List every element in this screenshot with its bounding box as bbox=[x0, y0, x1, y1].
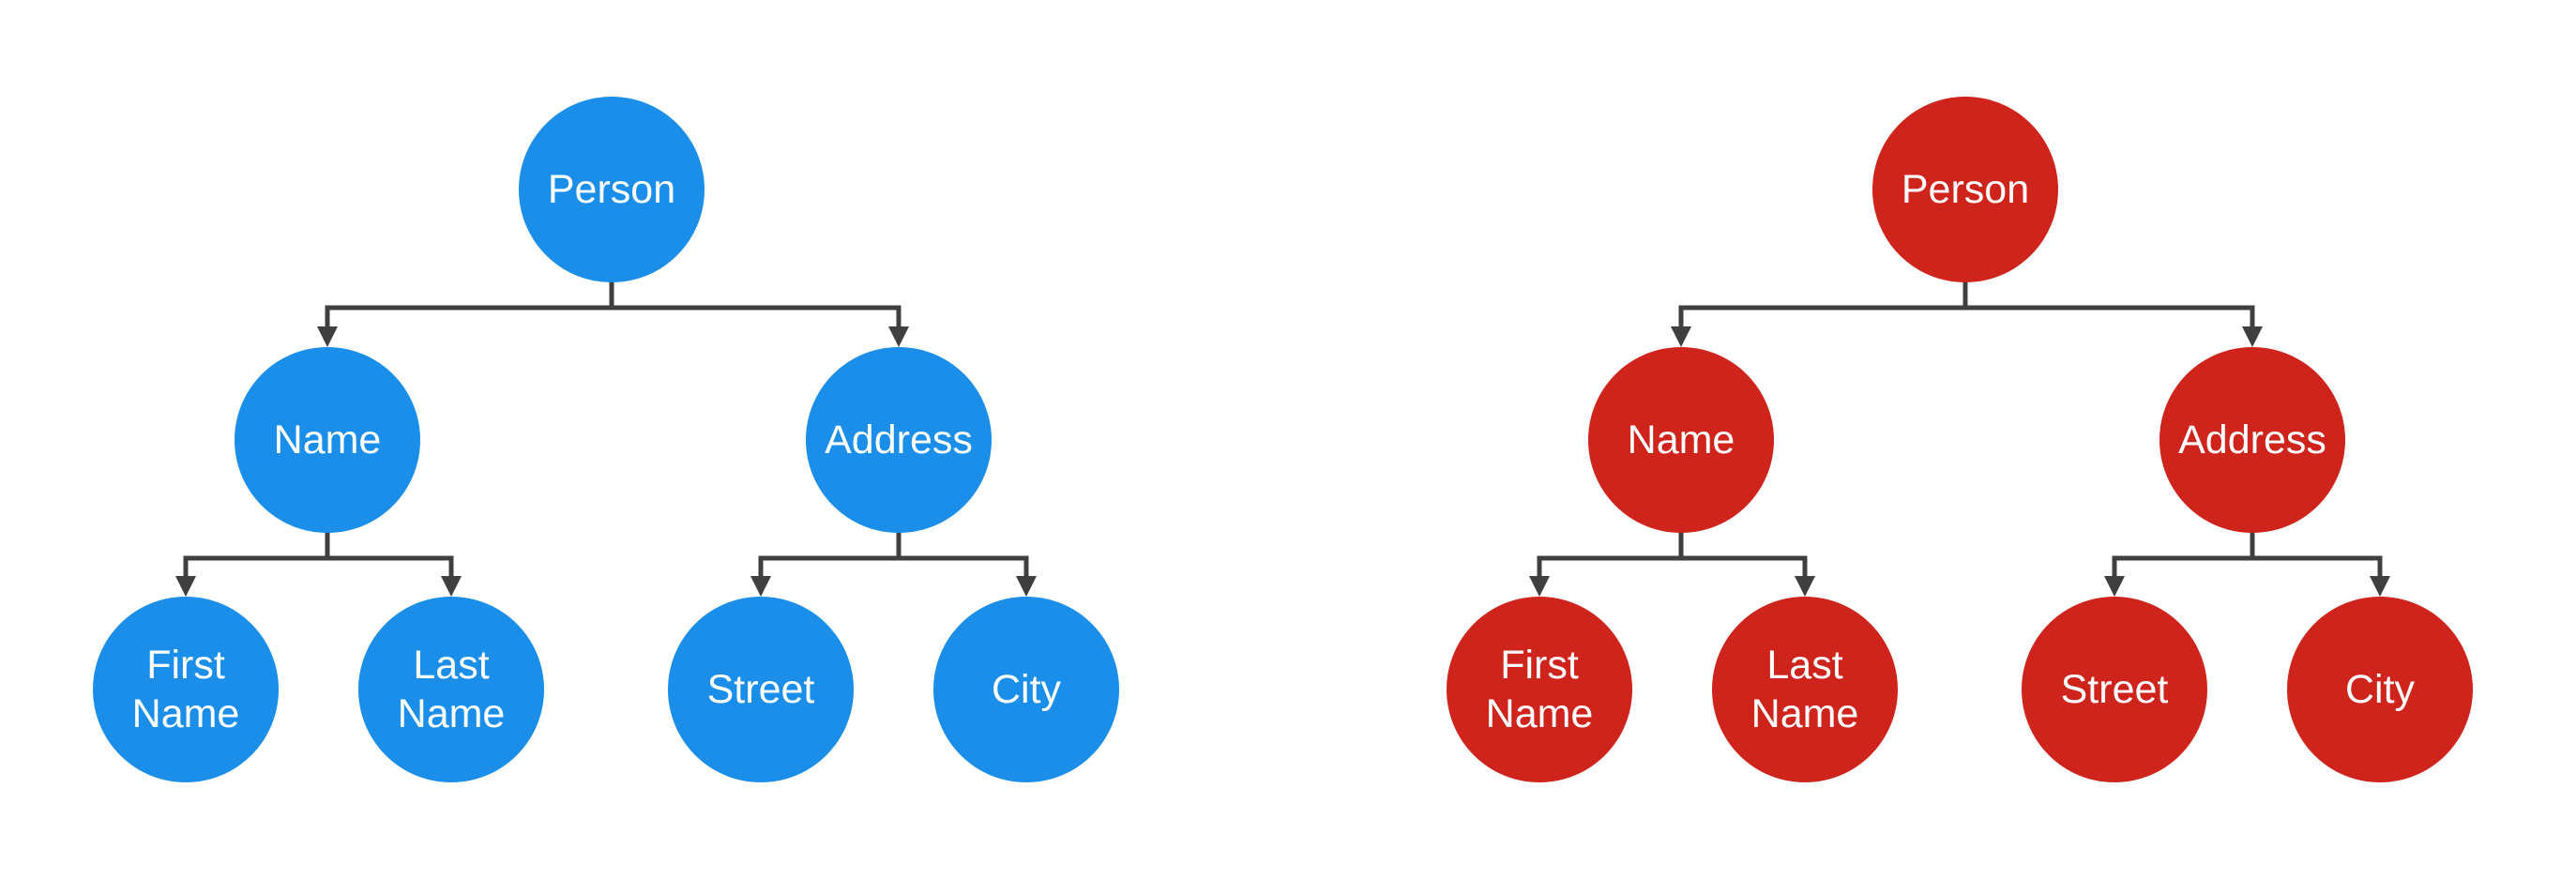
node-red-name bbox=[1588, 347, 1774, 533]
arrowhead-icon bbox=[2242, 326, 2263, 347]
arrowhead-icon bbox=[888, 326, 909, 347]
arrowhead-icon bbox=[317, 326, 338, 347]
node-red-first-name bbox=[1447, 597, 1632, 782]
node-red-street bbox=[2022, 597, 2207, 782]
arrowhead-icon bbox=[441, 576, 462, 597]
node-blue-address bbox=[806, 347, 992, 533]
node-red-address bbox=[2159, 347, 2345, 533]
node-red-city bbox=[2287, 597, 2473, 782]
node-blue-name bbox=[235, 347, 420, 533]
arrowhead-icon bbox=[2104, 576, 2125, 597]
node-blue-city bbox=[933, 597, 1119, 782]
node-blue-first-name bbox=[93, 597, 279, 782]
node-blue-street bbox=[668, 597, 854, 782]
arrowhead-icon bbox=[1671, 326, 1691, 347]
node-red-last-name bbox=[1712, 597, 1898, 782]
arrowhead-icon bbox=[175, 576, 196, 597]
arrowhead-icon bbox=[750, 576, 771, 597]
arrowhead-icon bbox=[1529, 576, 1550, 597]
arrowhead-icon bbox=[2370, 576, 2390, 597]
arrowhead-icon bbox=[1795, 576, 1815, 597]
node-blue-person bbox=[519, 97, 705, 282]
arrowhead-icon bbox=[1016, 576, 1037, 597]
node-red-person bbox=[1872, 97, 2058, 282]
node-blue-last-name bbox=[358, 597, 544, 782]
